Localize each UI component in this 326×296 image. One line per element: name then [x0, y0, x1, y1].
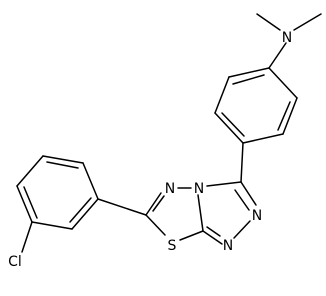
bond-methyl-right: [293, 13, 322, 31]
phenylene-ring: [214, 67, 298, 144]
atom-label-n-amine: N: [282, 30, 292, 46]
triazole-double-bond-inner: [234, 189, 250, 211]
chlorophenyl-bond: [82, 162, 99, 200]
triazole-bond: [206, 181, 242, 187]
bond-methyl-left: [256, 13, 281, 31]
atom-label-chlorine: Cl: [8, 254, 22, 270]
phenylene-bond: [228, 67, 270, 78]
phenylene-bond: [282, 97, 298, 135]
thiadiazole-bond: [179, 230, 204, 241]
bond-core-to-chlorophenyl: [97, 198, 147, 216]
atom-label-n-triazole-2: N: [223, 238, 233, 254]
chlorophenyl-double-bond: [46, 161, 79, 169]
chlorophenyl-ring: [16, 155, 99, 253]
triazole-double-bond: [202, 230, 223, 245]
phenylene-bond: [214, 76, 230, 114]
thiadiazole-bond: [145, 214, 166, 236]
chlorophenyl-double-bond: [23, 186, 38, 219]
triazole-double-bond: [240, 181, 257, 206]
phenylene-double-bond: [232, 74, 265, 85]
chlorophenyl-bond: [16, 185, 33, 223]
bond-ring-to-chlorine: [21, 221, 33, 253]
chlorophenyl-double-bond: [69, 197, 92, 223]
chlorophenyl-bond: [71, 198, 99, 230]
bond-n-to-ring: [268, 42, 287, 69]
phenylene-bond: [214, 112, 244, 144]
atom-label-n-thiadiazole: N: [165, 181, 175, 197]
atom-label-n-triazole-1: N: [252, 208, 262, 224]
dimethylamino-group: [256, 13, 322, 69]
atom-label-n-bridge: N: [194, 181, 204, 197]
thiadiazole-double-bond: [145, 192, 162, 216]
chlorophenyl-bond: [31, 221, 73, 230]
atom-label-sulfur: S: [168, 238, 177, 254]
triazole-double-bond-inner: [206, 226, 221, 237]
phenylene-double-bond: [221, 112, 245, 137]
phenylene-bond: [268, 67, 298, 99]
bond-phenylene-to-triazole: [240, 142, 244, 183]
chlorophenyl-bond: [16, 155, 44, 187]
phenylene-bond: [242, 133, 284, 144]
thiadiazole-double-bond-inner: [152, 195, 165, 212]
fusion-bond: [197, 194, 204, 232]
triazole-bond: [233, 220, 251, 239]
phenylene-double-bond: [277, 101, 291, 131]
triazolothiadiazole-core: [145, 181, 257, 245]
chlorophenyl-bond: [42, 155, 84, 164]
